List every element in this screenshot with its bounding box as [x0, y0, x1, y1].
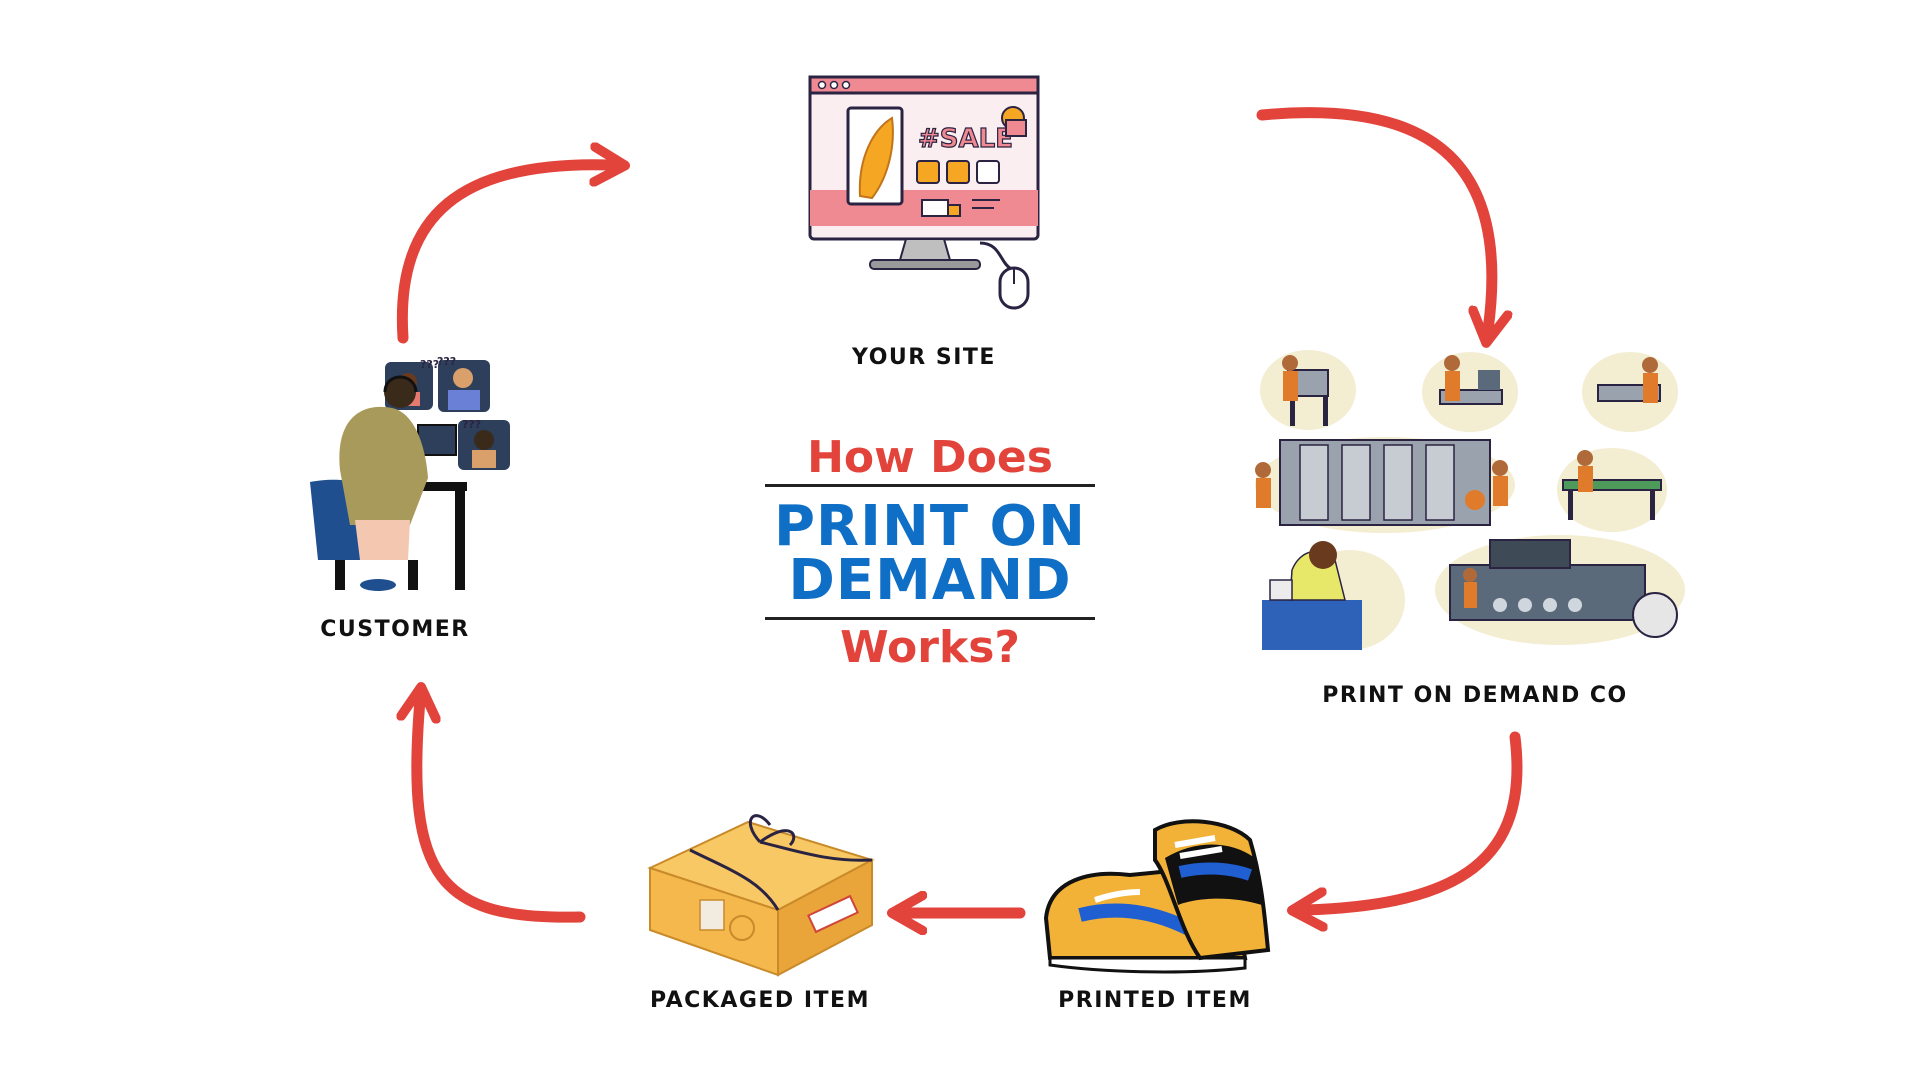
cutting-table	[1557, 448, 1667, 532]
printing-press	[1255, 437, 1515, 533]
title-rule-top	[765, 484, 1095, 487]
industrial-machine	[1435, 535, 1685, 645]
workstation-1	[1260, 350, 1356, 430]
label-customer: CUSTOMER	[320, 617, 470, 642]
speech-bubble-2: ???	[437, 355, 456, 368]
label-packaged-item: PACKAGED ITEM	[650, 988, 870, 1013]
sewing-worker	[1262, 541, 1405, 650]
title-demand: DEMAND	[788, 548, 1072, 613]
flow-arrows	[396, 107, 1523, 923]
arrow-customer-to-site	[396, 165, 612, 344]
factory-workers-icon	[1255, 350, 1685, 650]
label-your-site: YOUR SITE	[852, 345, 996, 370]
title-print-on: PRINT ON	[773, 494, 1087, 559]
sale-badge-text: #SALE	[918, 124, 1013, 154]
package-box-icon	[647, 814, 875, 977]
title-works: Works?	[840, 622, 1020, 673]
sneakers-icon	[1043, 819, 1271, 974]
label-printed-item: PRINTED ITEM	[1058, 988, 1252, 1013]
label-print-on-demand-co: PRINT ON DEMAND CO	[1322, 683, 1628, 708]
title-how-does: How Does	[807, 432, 1053, 483]
title-rule-bottom	[765, 617, 1095, 620]
workstation-2	[1422, 352, 1518, 432]
arrow-pod-to-printed	[1305, 731, 1523, 910]
speech-bubble-3: ???	[462, 418, 481, 431]
workstation-3	[1582, 352, 1678, 432]
arrow-packaged-to-customer	[417, 700, 586, 923]
arrow-site-to-pod	[1256, 107, 1492, 330]
speech-bubble-1: ???	[420, 358, 439, 371]
computer-monitor-icon: #SALE	[808, 75, 1040, 310]
customer-support-icon: ??? ??? ???	[310, 355, 510, 591]
